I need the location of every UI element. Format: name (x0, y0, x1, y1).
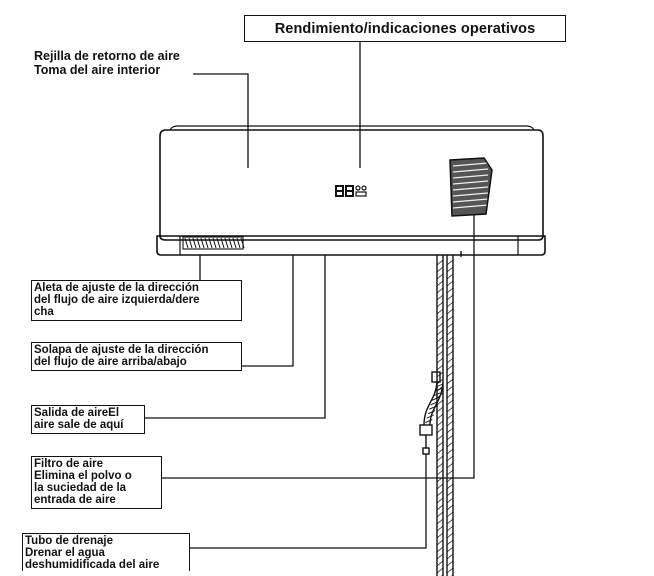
label-air-outlet: Salida de aireEl aire sale de aquí (31, 405, 145, 434)
air-filter-icon (449, 157, 493, 217)
label-drain-hose: Tubo de drenaje Drenar el agua deshumidi… (22, 533, 190, 571)
label-deflector-lr: Aleta de ajuste de la dirección del fluj… (31, 280, 242, 321)
leader-lines (145, 42, 475, 549)
page-title: Rendimiento/indicaciones operativos (244, 15, 566, 42)
digital-display-icon (335, 185, 367, 197)
label-flap-ud: Solapa de ajuste de la dirección del flu… (31, 342, 242, 371)
refrigerant-pipes (436, 251, 462, 576)
indoor-unit (156, 125, 546, 256)
drain-hose-icon (419, 371, 444, 455)
label-return-grille: Rejilla de retorno de aire Toma del aire… (34, 49, 180, 77)
label-air-filter: Filtro de aire Elimina el polvo o la suc… (31, 456, 162, 509)
